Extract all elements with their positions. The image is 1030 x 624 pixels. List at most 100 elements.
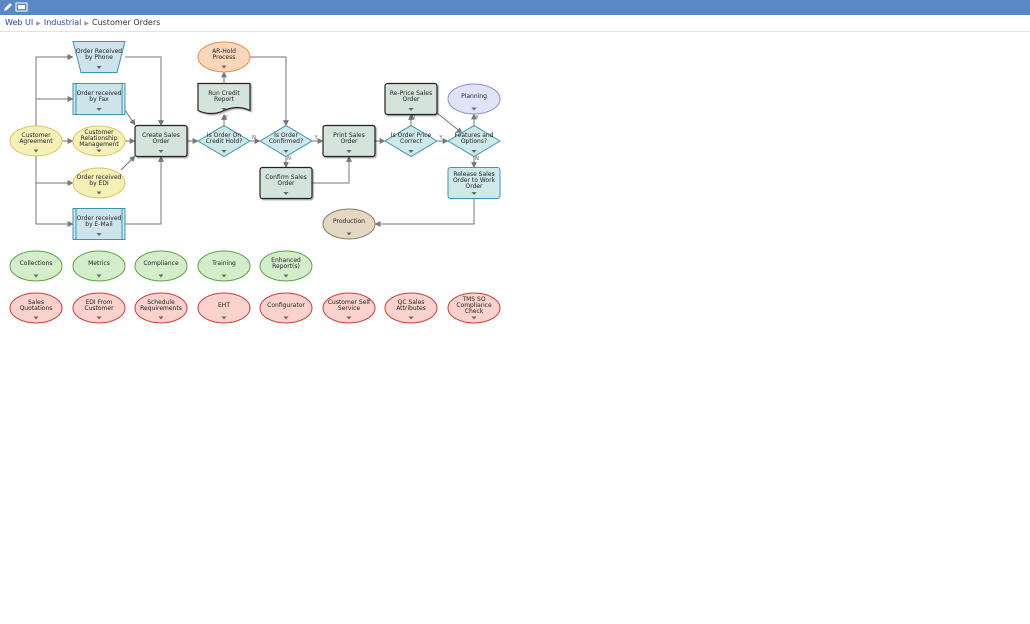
expand-triangle-icon[interactable] bbox=[283, 150, 289, 153]
expand-triangle-icon[interactable] bbox=[408, 150, 414, 153]
expand-triangle-icon[interactable] bbox=[346, 232, 352, 236]
node-label: Check bbox=[465, 308, 484, 315]
expand-triangle-icon[interactable] bbox=[471, 150, 477, 153]
expand-triangle-icon[interactable] bbox=[346, 150, 352, 153]
connector-order-received-by-phone-to-create-sales-order bbox=[125, 56, 164, 127]
node-metrics[interactable]: Metrics bbox=[72, 250, 126, 282]
node-label: Configurator bbox=[267, 302, 305, 309]
connector-label: Y bbox=[313, 135, 318, 141]
node-label: Print Sales bbox=[333, 132, 365, 139]
connector-label: N bbox=[252, 135, 256, 141]
eht-shape bbox=[197, 292, 251, 324]
ar-hold-process-shape bbox=[197, 41, 251, 73]
edi-from-customer-shape bbox=[72, 292, 126, 324]
expand-triangle-icon[interactable] bbox=[96, 233, 102, 236]
expand-triangle-icon[interactable] bbox=[158, 274, 164, 278]
node-eht[interactable]: EHT bbox=[197, 292, 251, 324]
node-label: Order bbox=[465, 183, 483, 190]
connector-customer-agreement-to-order-received-by-phone bbox=[35, 54, 74, 126]
window-icon[interactable] bbox=[15, 1, 29, 13]
node-configurator[interactable]: Configurator bbox=[259, 292, 313, 324]
expand-triangle-icon[interactable] bbox=[408, 316, 414, 320]
expand-triangle-icon[interactable] bbox=[96, 316, 102, 320]
expand-triangle-icon[interactable] bbox=[96, 66, 102, 69]
node-planning[interactable]: Planning bbox=[447, 83, 501, 115]
expand-triangle-icon[interactable] bbox=[33, 149, 39, 153]
expand-triangle-icon[interactable] bbox=[96, 274, 102, 278]
expand-triangle-icon[interactable] bbox=[96, 108, 102, 111]
node-collections[interactable]: Collections bbox=[9, 250, 63, 282]
edit-pencil-icon[interactable] bbox=[3, 1, 13, 13]
configurator-shape bbox=[259, 292, 313, 324]
breadcrumb-web-ui[interactable]: Web UI bbox=[5, 18, 34, 27]
expand-triangle-icon[interactable] bbox=[283, 316, 289, 320]
breadcrumb-current-page: Customer Orders bbox=[91, 18, 161, 27]
metrics-shape bbox=[72, 250, 126, 282]
expand-triangle-icon[interactable] bbox=[283, 192, 289, 195]
node-training[interactable]: Training bbox=[197, 250, 251, 282]
node-label: Management bbox=[79, 141, 119, 148]
node-label: EHT bbox=[218, 302, 230, 309]
node-label: Is Order bbox=[274, 132, 298, 139]
expand-triangle-icon[interactable] bbox=[158, 316, 164, 320]
expand-triangle-icon[interactable] bbox=[221, 274, 227, 278]
node-label: Requirements bbox=[140, 305, 182, 312]
connector-order-received-by-email-to-create-sales-order bbox=[125, 155, 164, 225]
expand-triangle-icon[interactable] bbox=[33, 274, 39, 278]
expand-triangle-icon[interactable] bbox=[33, 316, 39, 320]
expand-triangle-icon[interactable] bbox=[221, 150, 227, 153]
expand-triangle-icon[interactable] bbox=[408, 108, 414, 111]
connector-customer-agreement-to-order-received-by-email bbox=[35, 156, 74, 227]
expand-triangle-icon[interactable] bbox=[158, 150, 164, 153]
expand-triangle-icon[interactable] bbox=[221, 316, 227, 320]
node-label: Customer Self bbox=[328, 299, 371, 306]
order-received-by-phone-shape bbox=[72, 41, 126, 73]
schedule-requirements-shape bbox=[134, 292, 188, 324]
breadcrumb-industrial[interactable]: Industrial bbox=[43, 18, 82, 27]
node-label: EDI From bbox=[86, 299, 113, 306]
expand-triangle-icon[interactable] bbox=[471, 316, 477, 320]
node-label: Metrics bbox=[88, 260, 110, 267]
re-price-sales-order-shape bbox=[384, 82, 438, 116]
node-compliance[interactable]: Compliance bbox=[134, 250, 188, 282]
expand-triangle-icon[interactable] bbox=[221, 108, 227, 111]
node-label: Sales bbox=[28, 299, 44, 306]
node-label: Customer bbox=[84, 129, 114, 136]
expand-triangle-icon[interactable] bbox=[221, 65, 227, 69]
expand-triangle-icon[interactable] bbox=[471, 192, 477, 195]
expand-triangle-icon[interactable] bbox=[96, 191, 102, 195]
node-label: by Fax bbox=[89, 96, 109, 103]
node-label: Credit Hold? bbox=[206, 138, 243, 145]
expand-triangle-icon[interactable] bbox=[471, 107, 477, 111]
expand-triangle-icon[interactable] bbox=[283, 274, 289, 278]
node-label: Order bbox=[402, 96, 420, 103]
node-production[interactable]: Production bbox=[322, 208, 376, 240]
expand-triangle-icon[interactable] bbox=[96, 149, 102, 153]
release-sales-order-shape bbox=[447, 167, 501, 199]
expand-triangle-icon[interactable] bbox=[346, 316, 352, 320]
